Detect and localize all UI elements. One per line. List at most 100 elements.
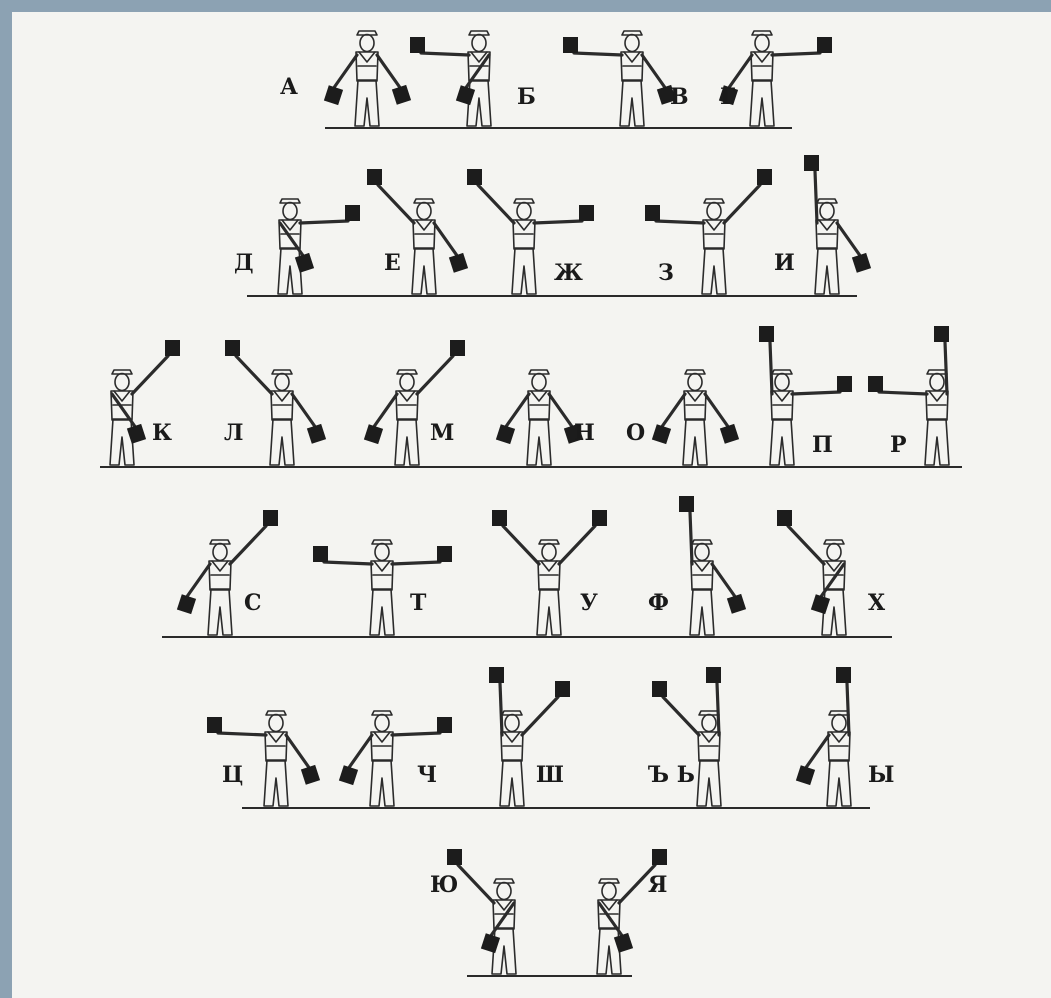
right-arm [717, 683, 719, 735]
sailor-collar [516, 220, 532, 230]
signal-figure-0: А [280, 31, 411, 128]
head [532, 374, 546, 391]
sailor-cap [266, 711, 286, 715]
signal-letter-12: Н [574, 420, 595, 446]
trousers [412, 248, 436, 294]
head [688, 374, 702, 391]
head [400, 374, 414, 391]
sailor-collar [624, 52, 640, 62]
left-arm [500, 683, 502, 735]
signal-letter-26: Ю [430, 872, 458, 898]
right-arm [559, 526, 595, 564]
right-flag [836, 667, 851, 683]
sailor-collar [706, 220, 722, 230]
trousers [683, 419, 707, 465]
right-flag [837, 376, 852, 392]
left-arm [186, 564, 210, 598]
signal-letter-5: Е [384, 250, 401, 276]
sailor-cap [514, 199, 534, 203]
sailor-cap [494, 879, 514, 883]
left-arm [879, 392, 927, 394]
right-flag [165, 340, 180, 356]
left-flag [614, 933, 633, 953]
right-flag [345, 205, 360, 221]
right-flag [481, 933, 500, 953]
right-arm [434, 223, 458, 257]
sailor-cap [817, 199, 837, 203]
left-arm [478, 185, 514, 223]
sailor-cap [692, 540, 712, 544]
head [505, 715, 519, 732]
trousers [270, 419, 294, 465]
left-arm [373, 394, 397, 428]
trousers [512, 248, 536, 294]
left-arm [815, 171, 817, 223]
right-flag [592, 510, 607, 526]
left-flag [496, 424, 515, 444]
left-arm [503, 526, 539, 564]
trousers [815, 248, 839, 294]
signal-letter-3: Г [720, 84, 735, 110]
left-arm [421, 53, 469, 55]
right-flag [706, 667, 721, 683]
left-arm [661, 394, 685, 428]
signal-figure-24: Ъ Ь [648, 667, 725, 808]
right-arm [392, 562, 440, 564]
head [820, 203, 834, 220]
left-arm [333, 55, 357, 89]
signal-letter-13: О [626, 420, 645, 446]
signal-letter-24: Ъ Ь [648, 762, 695, 788]
trousers [537, 589, 561, 635]
signal-letter-17: Т [410, 590, 427, 616]
right-flag [437, 546, 452, 562]
left-arm [690, 512, 692, 564]
signal-figure-13: О [626, 370, 739, 467]
head [602, 883, 616, 900]
sailor-collar [531, 391, 547, 401]
signal-figure-9: К [106, 340, 180, 467]
trousers [370, 760, 394, 806]
left-flag [127, 424, 146, 444]
sailor-cap [539, 540, 559, 544]
trousers [702, 248, 726, 294]
trousers [527, 419, 551, 465]
trousers [690, 589, 714, 635]
right-flag [852, 253, 871, 273]
sailor-collar [374, 561, 390, 571]
sailor-cap [829, 711, 849, 715]
trousers [370, 589, 394, 635]
sailor-collar [701, 732, 717, 742]
sailor-cap [772, 370, 792, 374]
right-arm [417, 356, 453, 394]
head [375, 715, 389, 732]
left-arm [663, 697, 699, 735]
sailor-cap [685, 370, 705, 374]
signal-letter-18: У [580, 590, 598, 616]
right-flag [307, 424, 326, 444]
head [517, 203, 531, 220]
sailor-cap [112, 370, 132, 374]
right-arm [772, 53, 820, 55]
right-flag [449, 253, 468, 273]
sailor-collar [399, 391, 415, 401]
head [702, 715, 716, 732]
right-flag [811, 594, 830, 614]
signal-letter-7: З [658, 260, 674, 286]
sailor-collar [212, 561, 228, 571]
trousers [925, 419, 949, 465]
signal-letter-20: Х [868, 590, 886, 616]
sailor-collar [687, 391, 703, 401]
head [269, 715, 283, 732]
signal-figure-1: Б [410, 31, 536, 128]
right-arm [792, 392, 840, 394]
signal-figure-16: С [177, 510, 278, 637]
head [472, 35, 486, 52]
sailor-collar [374, 732, 390, 742]
head [695, 544, 709, 561]
head [275, 374, 289, 391]
sailor-cap [529, 370, 549, 374]
signal-letter-8: И [774, 250, 795, 276]
left-flag [777, 510, 792, 526]
